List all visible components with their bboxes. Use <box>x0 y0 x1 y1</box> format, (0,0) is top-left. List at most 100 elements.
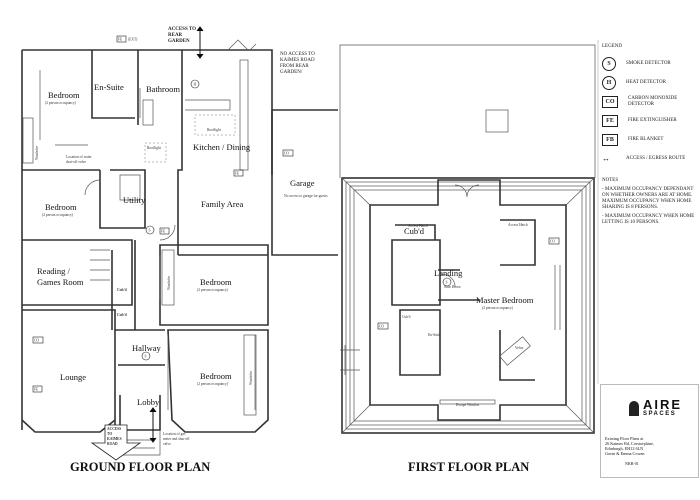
kaimes-road-access-arrow: ACCESS TO KAIMES ROAD <box>90 424 142 461</box>
aire-spaces-logo: AIRE SPACES <box>629 398 682 417</box>
rooflight-label: Rooflight <box>147 146 161 150</box>
svg-text:CO: CO <box>379 325 384 329</box>
smoke-detector-icon: S <box>145 225 155 235</box>
room-label-landing: Landing <box>434 268 463 278</box>
notes-title: NOTES <box>602 178 619 183</box>
smoke-detector-icon: S <box>442 277 452 287</box>
co-detector-icon: CO <box>548 237 560 245</box>
occupancy-label: (2 person occupancy) <box>45 101 77 105</box>
room-label-kitchen: Kitchen / Dining <box>193 142 251 152</box>
room-label-ensuite: En-Suite <box>428 333 441 337</box>
gas-meter-note: Location of gas meter and shut-off valve <box>163 432 190 446</box>
svg-text:S: S <box>149 229 151 233</box>
svg-text:FROM REAR: FROM REAR <box>280 64 309 69</box>
svg-text:GARDEN/: GARDEN/ <box>280 70 303 75</box>
drawing-number: NKR-01 <box>625 461 639 466</box>
svg-text:FE: FE <box>161 230 166 234</box>
svg-text:NO ACCESS TO: NO ACCESS TO <box>280 52 315 57</box>
wardrobe-label: Wardrobe <box>167 276 171 290</box>
co-detector-icon: CO <box>377 322 389 330</box>
heat-detector-icon: H <box>190 79 200 89</box>
co-detector-icon: CO <box>282 149 294 157</box>
co-detector-icon: CO <box>602 95 618 108</box>
fire-extinguisher-icon: FE <box>233 169 244 177</box>
room-label-hallway: Hallway <box>132 343 162 353</box>
occupancy-label: (2 person occupancy) <box>482 306 514 310</box>
fire-blanket-icon: FB <box>602 133 618 146</box>
occupancy-label: (2 person occupancy) <box>42 213 74 217</box>
fire-extinguisher-icon: FE <box>32 385 43 393</box>
occupancy-label: (2 person occupancy) <box>197 382 229 386</box>
room-label-bedroom: Bedroom <box>200 277 232 287</box>
first-floor-title: FIRST FLOOR PLAN <box>408 460 529 474</box>
svg-text:CO: CO <box>34 339 39 343</box>
room-label-reading: Reading / <box>37 266 70 276</box>
co-detector-icon: CO <box>32 336 44 344</box>
fire-extinguisher-icon: FE <box>159 227 170 235</box>
room-label-cupboard: Cub'd <box>117 313 127 317</box>
legend-title: LEGEND <box>602 44 622 49</box>
stair-down-label: Stair Down <box>444 285 461 289</box>
access-hatch-label: Access Hatch <box>408 224 428 228</box>
room-label-games-room: Games Room <box>37 277 84 287</box>
logo-mark-icon <box>629 400 639 416</box>
svg-text:ACCESS TO: ACCESS TO <box>168 27 196 32</box>
svg-text:GARDEN: GARDEN <box>168 39 190 44</box>
double-arrow-icon: ↔ <box>602 153 610 163</box>
svg-text:CO: CO <box>284 152 289 156</box>
svg-text:Location of gas: Location of gas <box>163 432 186 436</box>
fire-extinguisher-icon: FE <box>602 114 618 127</box>
svg-text:S: S <box>446 281 448 285</box>
svg-text:(EXT): (EXT) <box>128 38 138 42</box>
ground-floor-walls <box>21 39 338 456</box>
ground-floor-labels: Bedroom (2 person occupancy) En-Suite Ba… <box>32 26 328 474</box>
room-label-family-area: Family Area <box>201 199 243 209</box>
smoke-detector-icon: S <box>602 56 616 71</box>
wardrobe-label: Wardrobe <box>35 146 39 160</box>
room-label-ensuite: En-Suite <box>94 82 124 92</box>
rear-garden-access-note: ACCESS TO REAR GARDEN <box>168 27 196 44</box>
room-label-cupboard: Cub'd <box>402 315 411 319</box>
heat-detector-icon: H <box>602 75 616 90</box>
project-address: Existing Floor Plans at 26 Kaimes Rd, Co… <box>605 436 654 456</box>
fire-extinguisher-ext-icon: FE (EXT) <box>116 35 138 43</box>
note-item: - MAXIMUM OCCUPANCY DEPENDANT ON WHETHER… <box>602 187 694 210</box>
legend-item-route: ↔ACCESS / EGRESS ROUTE <box>602 153 686 163</box>
svg-text:FE: FE <box>235 172 240 176</box>
svg-text:FE: FE <box>118 38 123 42</box>
water-valve-note: Location of water shut-off valve <box>66 155 92 164</box>
room-label-bedroom: Bedroom <box>200 371 232 381</box>
room-label-utility: Utility <box>123 195 146 205</box>
room-label-cupboard: Cub'd <box>117 288 127 292</box>
occupancy-label: (2 person occupancy) <box>197 288 229 292</box>
note-item: - MAXIMUM OCCUPANCY WHEN HOME LETTING IS… <box>602 214 695 225</box>
smoke-detector-icon: S <box>141 351 151 361</box>
svg-text:shut-off valve: shut-off valve <box>66 160 86 164</box>
svg-text:S: S <box>145 355 147 359</box>
room-label-bathroom: Bathroom <box>146 84 180 94</box>
svg-text:valve: valve <box>163 442 171 446</box>
svg-text:TO: TO <box>107 432 112 436</box>
room-label-bedroom: Bedroom <box>48 90 80 100</box>
svg-text:KAIMES ROAD: KAIMES ROAD <box>280 58 315 63</box>
first-floor-walls <box>339 44 596 434</box>
room-label-lobby: Lobby <box>137 397 160 407</box>
room-label-bedroom: Bedroom <box>45 202 77 212</box>
svg-text:ACCESS: ACCESS <box>107 427 121 431</box>
garage-note: No access to garage for guests <box>284 194 328 198</box>
escape-window-label: Escape Window <box>456 403 480 407</box>
notes-section: NOTES - MAXIMUM OCCUPANCY DEPENDANT ON W… <box>602 178 698 226</box>
svg-text:KAIMES: KAIMES <box>107 437 122 441</box>
room-label-lounge: Lounge <box>60 372 86 382</box>
svg-text:FE: FE <box>34 388 39 392</box>
svg-text:H: H <box>194 83 197 87</box>
velux-label: Velux <box>515 346 524 350</box>
svg-text:Location of water: Location of water <box>66 155 92 159</box>
svg-text:meter and shut-off: meter and shut-off <box>163 437 190 441</box>
